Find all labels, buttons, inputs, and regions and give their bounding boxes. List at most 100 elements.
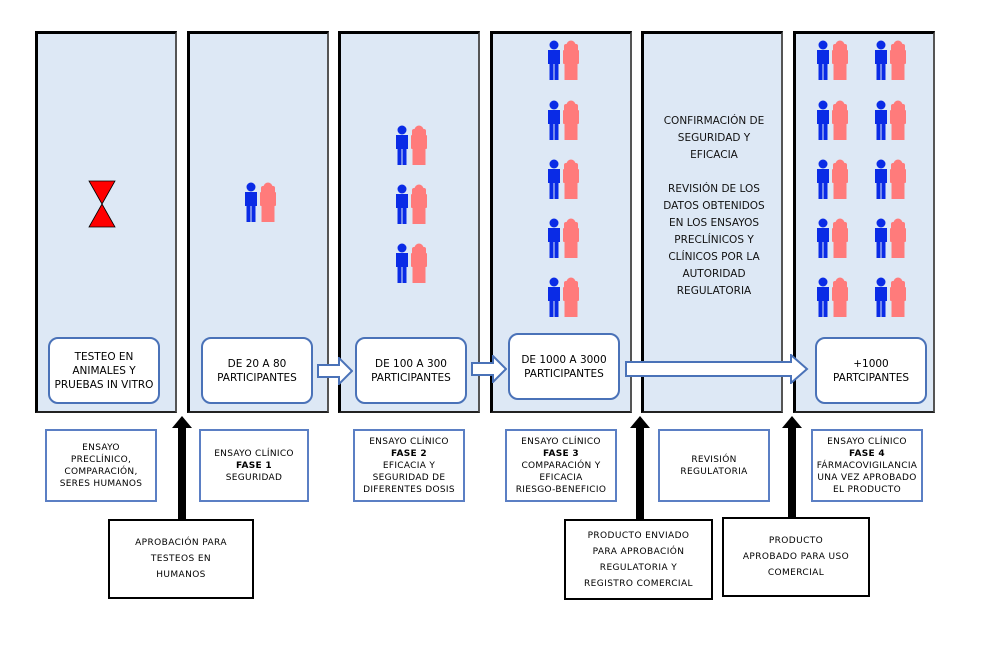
female-person-icon — [411, 125, 427, 165]
milestone-approval-human-testing: APROBACIÓN PARA TESTEOS EN HUMANOS — [108, 519, 254, 599]
female-person-icon — [563, 277, 579, 317]
participant-pair-icon — [546, 159, 580, 199]
male-person-icon — [875, 218, 887, 258]
phase-label: FASE 2 — [391, 448, 427, 459]
participant-pair-icon — [873, 100, 907, 140]
description-text: REVISIÓN REGULATORIA — [680, 454, 748, 477]
phase-box-phase3: DE 1000 A 3000 PARTICIPANTES — [508, 333, 620, 400]
phase-box-text: DE 100 A 300 PARTICIPANTES — [371, 357, 451, 384]
description-text: FÁRMACOVIGILANCIA UNA VEZ APROBADO EL PR… — [816, 460, 918, 495]
participant-pair-icon — [243, 182, 277, 222]
male-person-icon — [396, 243, 408, 283]
panel-review — [641, 31, 783, 413]
female-person-icon — [563, 40, 579, 80]
female-person-icon — [563, 218, 579, 258]
male-person-icon — [548, 100, 560, 140]
phase-box-phase1: DE 20 A 80 PARTICIPANTES — [201, 337, 313, 404]
participant-pair-icon — [815, 218, 849, 258]
description-phase3: ENSAYO CLÍNICO FASE 3 COMPARACIÓN Y EFIC… — [505, 429, 617, 502]
milestone-text: APROBACIÓN PARA TESTEOS EN HUMANOS — [135, 538, 227, 580]
description-phase4: ENSAYO CLÍNICO FASE 4 FÁRMACOVIGILANCIA … — [811, 429, 923, 502]
female-person-icon — [890, 218, 906, 258]
description-text: ENSAYO PRECLÍNICO, COMPARACIÓN, SERES HU… — [59, 442, 143, 489]
phase-box-text: DE 20 A 80 PARTICIPANTES — [217, 357, 297, 384]
description-text: ENSAYO CLÍNICO — [827, 436, 907, 447]
participant-pair-icon — [546, 277, 580, 317]
phase-box-phase4: +1000 PARTCIPANTES — [815, 337, 927, 404]
description-phase1: ENSAYO CLÍNICO FASE 1 SEGURIDAD — [199, 429, 309, 502]
male-person-icon — [548, 40, 560, 80]
description-review: REVISIÓN REGULATORIA — [658, 429, 770, 502]
participant-pair-icon — [815, 40, 849, 80]
male-person-icon — [817, 100, 829, 140]
phase-box-text: DE 1000 A 3000 PARTICIPANTES — [521, 353, 607, 380]
participant-pair-icon — [873, 277, 907, 317]
phase-label: FASE 3 — [543, 448, 579, 459]
male-person-icon — [875, 159, 887, 199]
phase-box-preclinical: TESTEO EN ANIMALES Y PRUEBAS IN VITRO — [48, 337, 160, 404]
participant-pair-icon — [546, 100, 580, 140]
female-person-icon — [832, 218, 848, 258]
female-person-icon — [890, 100, 906, 140]
female-person-icon — [260, 182, 276, 222]
male-person-icon — [548, 277, 560, 317]
description-text: EFICACIA Y SEGURIDAD DE DIFERENTES DOSIS — [363, 460, 455, 495]
description-text: ENSAYO CLÍNICO — [369, 436, 449, 447]
female-person-icon — [411, 243, 427, 283]
male-person-icon — [817, 40, 829, 80]
participant-pair-icon — [815, 100, 849, 140]
regulatory-review-text: CONFIRMACIÓN DE SEGURIDAD Y EFICACIA REV… — [663, 115, 765, 297]
flow-arrow-long-icon — [625, 354, 809, 384]
female-person-icon — [890, 159, 906, 199]
description-text: SEGURIDAD — [225, 472, 283, 483]
participant-pair-icon — [815, 277, 849, 317]
phase-label: FASE 1 — [236, 460, 272, 471]
participant-pair-icon — [394, 184, 428, 224]
female-person-icon — [832, 159, 848, 199]
male-person-icon — [817, 277, 829, 317]
phase-label: FASE 4 — [849, 448, 885, 459]
phase-box-text: +1000 PARTCIPANTES — [832, 357, 909, 384]
description-text: ENSAYO CLÍNICO — [214, 448, 294, 459]
male-person-icon — [548, 159, 560, 199]
female-person-icon — [890, 40, 906, 80]
male-person-icon — [875, 277, 887, 317]
description-phase2: ENSAYO CLÍNICO FASE 2 EFICACIA Y SEGURID… — [353, 429, 465, 502]
female-person-icon — [563, 159, 579, 199]
milestone-text: PRODUCTO APROBADO PARA USO COMERCIAL — [742, 536, 850, 578]
male-person-icon — [548, 218, 560, 258]
male-person-icon — [875, 100, 887, 140]
participant-pair-icon — [873, 218, 907, 258]
male-person-icon — [396, 184, 408, 224]
phase-box-phase2: DE 100 A 300 PARTICIPANTES — [355, 337, 467, 404]
participant-pair-icon — [873, 40, 907, 80]
participant-pair-icon — [873, 159, 907, 199]
hourglass-icon — [88, 180, 116, 228]
up-arrow-icon — [172, 416, 192, 520]
up-arrow-icon — [630, 416, 650, 520]
participant-pair-icon — [815, 159, 849, 199]
female-person-icon — [890, 277, 906, 317]
participant-pair-icon — [394, 243, 428, 283]
participant-pair-icon — [546, 218, 580, 258]
female-person-icon — [832, 277, 848, 317]
participant-pair-icon — [394, 125, 428, 165]
female-person-icon — [411, 184, 427, 224]
female-person-icon — [832, 100, 848, 140]
milestone-text: PRODUCTO ENVIADO PARA APROBACIÓN REGULAT… — [584, 530, 693, 589]
flow-arrow-icon — [317, 357, 353, 385]
phase-box-text: TESTEO EN ANIMALES Y PRUEBAS IN VITRO — [54, 350, 154, 391]
male-person-icon — [396, 125, 408, 165]
female-person-icon — [832, 40, 848, 80]
up-arrow-icon — [782, 416, 802, 518]
description-text: COMPARACIÓN Y EFICACIA RIESGO-BENEFICIO — [515, 460, 607, 495]
milestone-product-submitted: PRODUCTO ENVIADO PARA APROBACIÓN REGULAT… — [564, 519, 713, 600]
description-preclinical: ENSAYO PRECLÍNICO, COMPARACIÓN, SERES HU… — [45, 429, 157, 502]
male-person-icon — [245, 182, 257, 222]
male-person-icon — [817, 159, 829, 199]
male-person-icon — [875, 40, 887, 80]
participant-pair-icon — [546, 40, 580, 80]
female-person-icon — [563, 100, 579, 140]
flow-arrow-icon — [471, 355, 507, 383]
milestone-product-approved: PRODUCTO APROBADO PARA USO COMERCIAL — [722, 517, 870, 597]
